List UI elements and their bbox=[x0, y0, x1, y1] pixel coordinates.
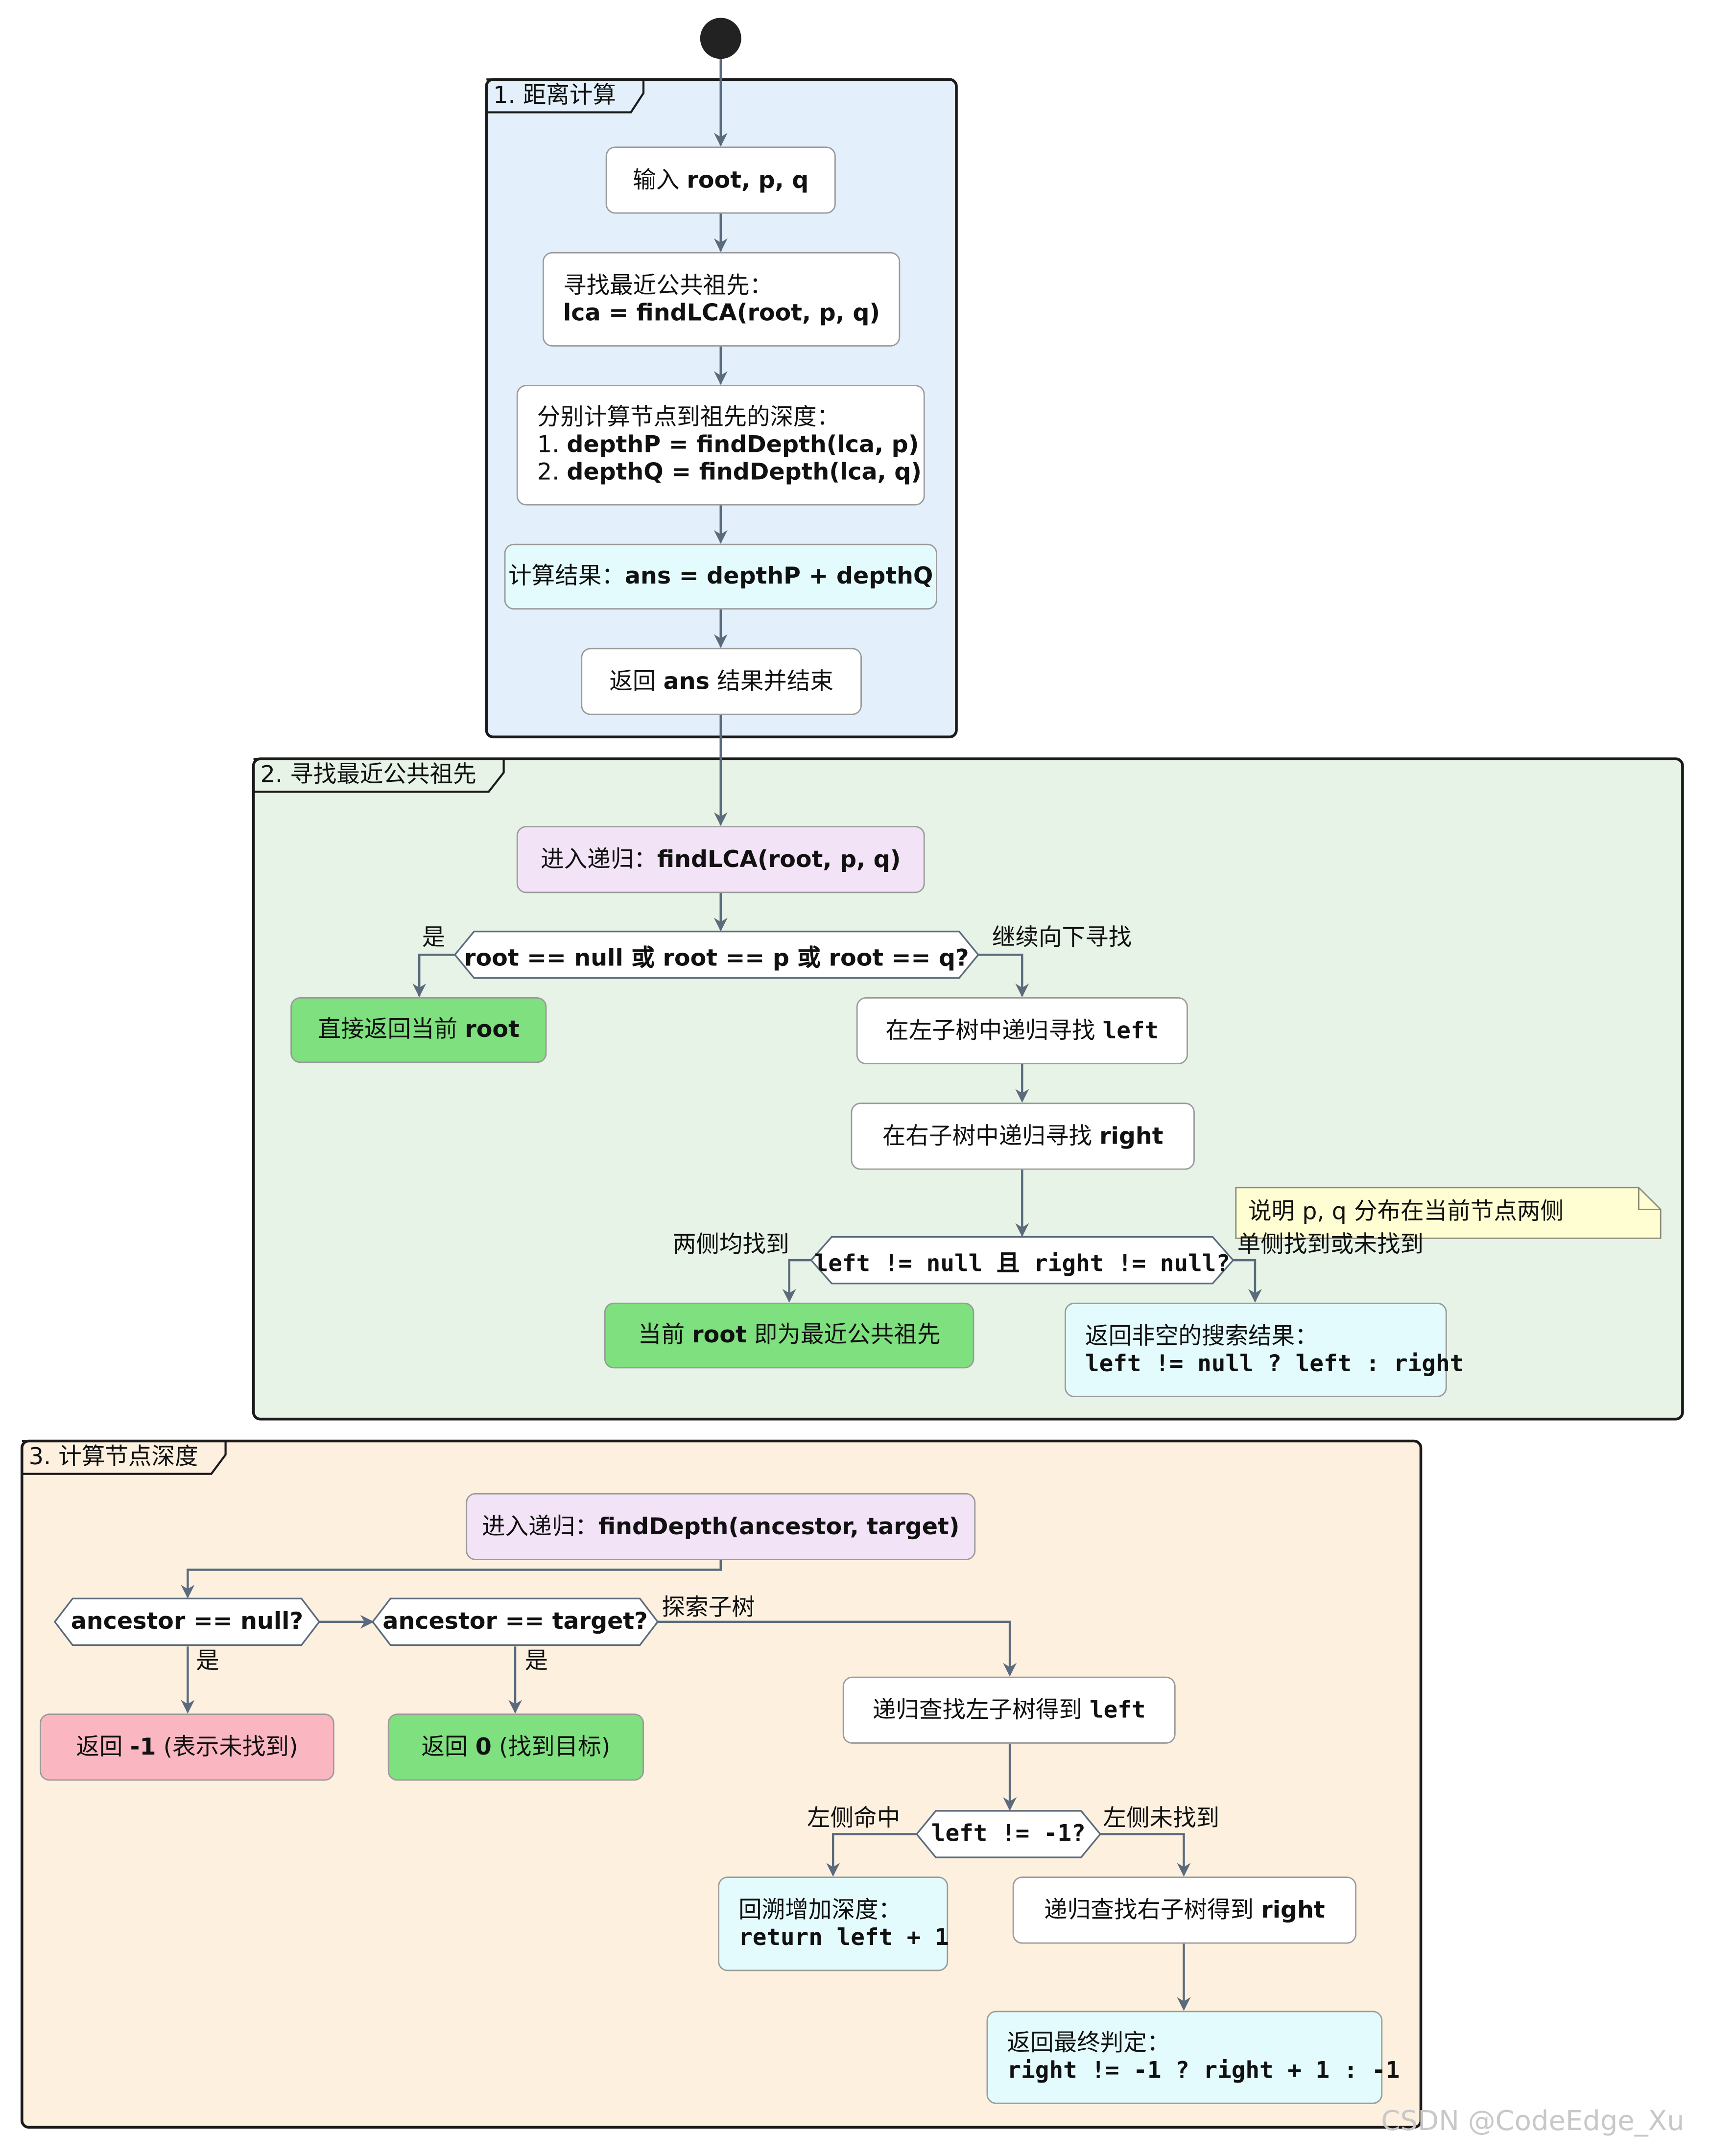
section-title: 1. 距离计算 bbox=[486, 79, 643, 112]
return-neg-one-node: 返回 -1 (表示未找到) bbox=[40, 1713, 334, 1781]
search-left-subtree-node: 递归查找左子树得到 left bbox=[842, 1676, 1176, 1744]
enter-findlca-node: 进入递归：findLCA(root, p, q) bbox=[516, 826, 925, 893]
decision-ancestor-target: ancestor == target? bbox=[371, 1597, 659, 1646]
input-node: 输入 root, p, q bbox=[605, 146, 836, 214]
decision-left-found: left != -1? bbox=[915, 1810, 1101, 1858]
return-root-node: 直接返回当前 root bbox=[290, 997, 547, 1063]
watermark: CSDN @CodeEdge_Xu bbox=[1381, 2104, 1685, 2137]
final-judgement-node: 返回最终判定： right != -1 ? right + 1 : -1 bbox=[986, 2011, 1400, 2104]
decision-ancestor-null: ancestor == null? bbox=[53, 1597, 321, 1646]
edge-label-left-hit: 左侧命中 bbox=[807, 1805, 901, 1833]
edge-label-yes: 是 bbox=[196, 1647, 219, 1675]
note-both-sides: 说明 p, q 分布在当前节点两侧 bbox=[1235, 1187, 1662, 1239]
search-right-node: 在右子树中递归寻找 right bbox=[851, 1102, 1195, 1170]
edge-label-both: 两侧均找到 bbox=[672, 1231, 789, 1259]
compute-depths-node: 分别计算节点到祖先的深度： 1. depthP = findDepth(lca,… bbox=[516, 385, 925, 506]
start-node bbox=[700, 18, 741, 59]
backtrack-node: 回溯增加深度： return left + 1 bbox=[718, 1876, 949, 1971]
edge-label-yes: 是 bbox=[524, 1647, 548, 1675]
section-title: 2. 寻找最近公共祖先 bbox=[254, 759, 504, 792]
section-title: 3. 计算节点深度 bbox=[22, 1441, 226, 1474]
edge-label-explore: 探索子树 bbox=[662, 1594, 755, 1622]
search-right-subtree-node: 递归查找右子树得到 right bbox=[1012, 1876, 1357, 1944]
return-zero-node: 返回 0 (找到目标) bbox=[387, 1713, 644, 1781]
current-root-lca-node: 当前 root 即为最近公共祖先 bbox=[604, 1302, 974, 1369]
decision-both-found: left != null 且 right != null? bbox=[810, 1236, 1235, 1285]
find-lca-node: 寻找最近公共祖先： lca = findLCA(root, p, q) bbox=[543, 252, 901, 347]
enter-finddepth-node: 进入递归：findDepth(ancestor, target) bbox=[466, 1493, 976, 1560]
edge-label-single: 单侧找到或未找到 bbox=[1237, 1231, 1424, 1259]
search-left-node: 在左子树中递归寻找 left bbox=[856, 997, 1188, 1065]
decision-root-check: root == null 或 root == p 或 root == q? bbox=[453, 930, 979, 979]
edge-label-left-miss: 左侧未找到 bbox=[1103, 1805, 1220, 1833]
return-ans-node: 返回 ans 结果并结束 bbox=[581, 648, 862, 715]
edge-label-yes: 是 bbox=[422, 924, 446, 952]
calc-result-node: 计算结果：ans = depthP + depthQ bbox=[504, 543, 937, 610]
return-nonnull-node: 返回非空的搜索结果： left != null ? left : right bbox=[1065, 1302, 1464, 1397]
edge-label-continue: 继续向下寻找 bbox=[992, 924, 1132, 952]
